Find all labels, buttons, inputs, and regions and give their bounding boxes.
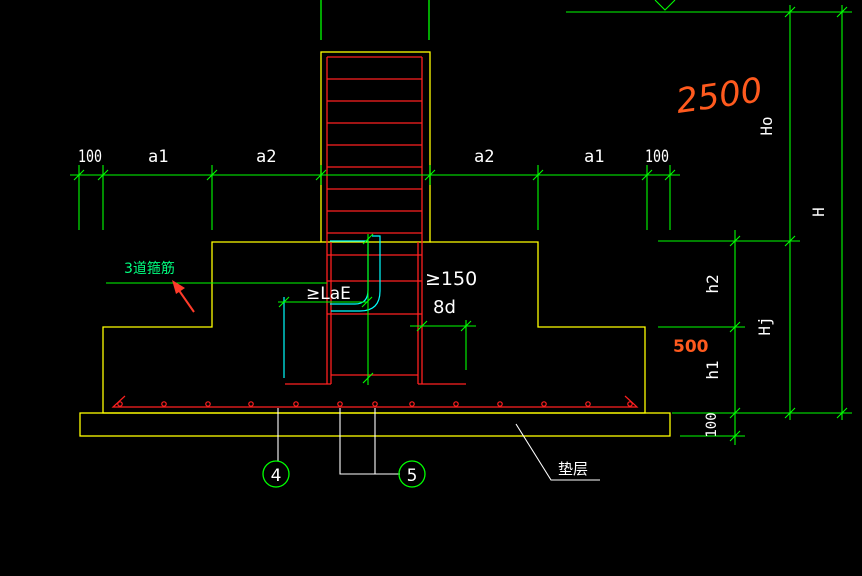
min150-label: ≥150 xyxy=(425,268,477,290)
rebar-dot xyxy=(293,401,299,407)
tick xyxy=(729,407,741,419)
callout-4-label: 4 xyxy=(271,466,282,486)
rebar-dot xyxy=(409,401,415,407)
arrow-shaft xyxy=(177,288,195,313)
tick xyxy=(532,169,544,181)
stirrups-label: 3道箍筋 xyxy=(124,260,175,277)
rebar-dot xyxy=(453,401,459,407)
bottom-bar-hook-left xyxy=(111,395,126,408)
dim-h1: h1 xyxy=(703,360,722,379)
callout-leaders xyxy=(277,408,600,481)
leader-5 xyxy=(339,408,400,475)
tick xyxy=(73,169,85,181)
bottom-mat-rebar xyxy=(111,395,639,408)
vertical-dimension-chain xyxy=(729,5,848,445)
rebar-dot xyxy=(627,401,633,407)
callout-4-circle xyxy=(262,460,290,488)
dim-ho: Ho xyxy=(757,116,776,135)
tick xyxy=(424,169,436,181)
handwritten-500: 500 xyxy=(673,337,709,357)
arrow-head xyxy=(172,280,185,294)
dim-left-a2: a2 xyxy=(256,147,276,167)
top-right-references xyxy=(566,0,852,437)
dim-bottom-100: 100 xyxy=(704,412,720,437)
rebar-dot xyxy=(585,401,591,407)
horizontal-dimension-chain xyxy=(70,165,680,230)
tick xyxy=(361,296,373,308)
column-rebar xyxy=(285,56,466,385)
footing-outline xyxy=(102,241,646,414)
callout-5-circle xyxy=(398,460,426,488)
rebar-dot xyxy=(161,401,167,407)
reference-marker xyxy=(654,0,676,11)
anchor-hook-outer xyxy=(331,235,381,312)
bedding-label: 垫层 xyxy=(558,460,588,478)
tick xyxy=(784,235,796,247)
tick xyxy=(836,6,848,18)
lae-label: ≥LaE xyxy=(306,284,351,304)
leader-bedding xyxy=(515,423,600,481)
tick xyxy=(784,6,796,18)
tick xyxy=(362,233,374,245)
dim-right-a1: a1 xyxy=(584,147,604,167)
column xyxy=(320,0,431,243)
tick xyxy=(416,320,428,332)
tick xyxy=(729,235,741,247)
rebar-dot xyxy=(541,401,547,407)
markup-arrow xyxy=(172,280,195,313)
tick xyxy=(97,169,109,181)
tick xyxy=(278,296,290,308)
tick xyxy=(641,169,653,181)
anchorage-dimensions xyxy=(106,233,476,385)
column-outline xyxy=(320,51,431,243)
tick xyxy=(362,372,374,384)
handwritten-2500: 2500 xyxy=(674,70,765,122)
tick xyxy=(664,169,676,181)
anchorage-lines xyxy=(283,235,381,378)
horizontal-dimension-labels: 100 a1 a2 a2 a1 100 xyxy=(78,147,669,167)
rebar-dot xyxy=(337,401,343,407)
bottom-bar-hook-right xyxy=(624,395,639,408)
vertical-dimension-labels: Ho H h2 Hj h1 100 xyxy=(703,116,828,437)
eight-d-label: 8d xyxy=(433,297,456,318)
rebar-dot xyxy=(372,401,378,407)
callout-5: 5 xyxy=(398,460,426,488)
tick xyxy=(729,430,741,442)
dim-h2: h2 xyxy=(703,274,722,293)
annotation-labels: ≥LaE ≥150 8d 3道箍筋 xyxy=(124,260,477,318)
rebar-dot xyxy=(248,401,254,407)
callout-5-label: 5 xyxy=(407,466,418,486)
tick xyxy=(206,169,218,181)
dim-hj: Hj xyxy=(755,316,774,335)
callout-4: 4 xyxy=(262,460,290,488)
tick xyxy=(784,407,796,419)
dim-h: H xyxy=(809,207,828,217)
rebar-dot xyxy=(497,401,503,407)
tick xyxy=(729,321,741,333)
rebar-dot xyxy=(117,401,123,407)
rebar-dot xyxy=(205,401,211,407)
dim-left-100: 100 xyxy=(78,147,102,167)
dim-right-a2: a2 xyxy=(474,147,494,167)
dim-right-100: 100 xyxy=(645,147,669,167)
tick xyxy=(315,169,327,181)
dim-left-a1: a1 xyxy=(148,147,168,167)
tick xyxy=(836,407,848,419)
